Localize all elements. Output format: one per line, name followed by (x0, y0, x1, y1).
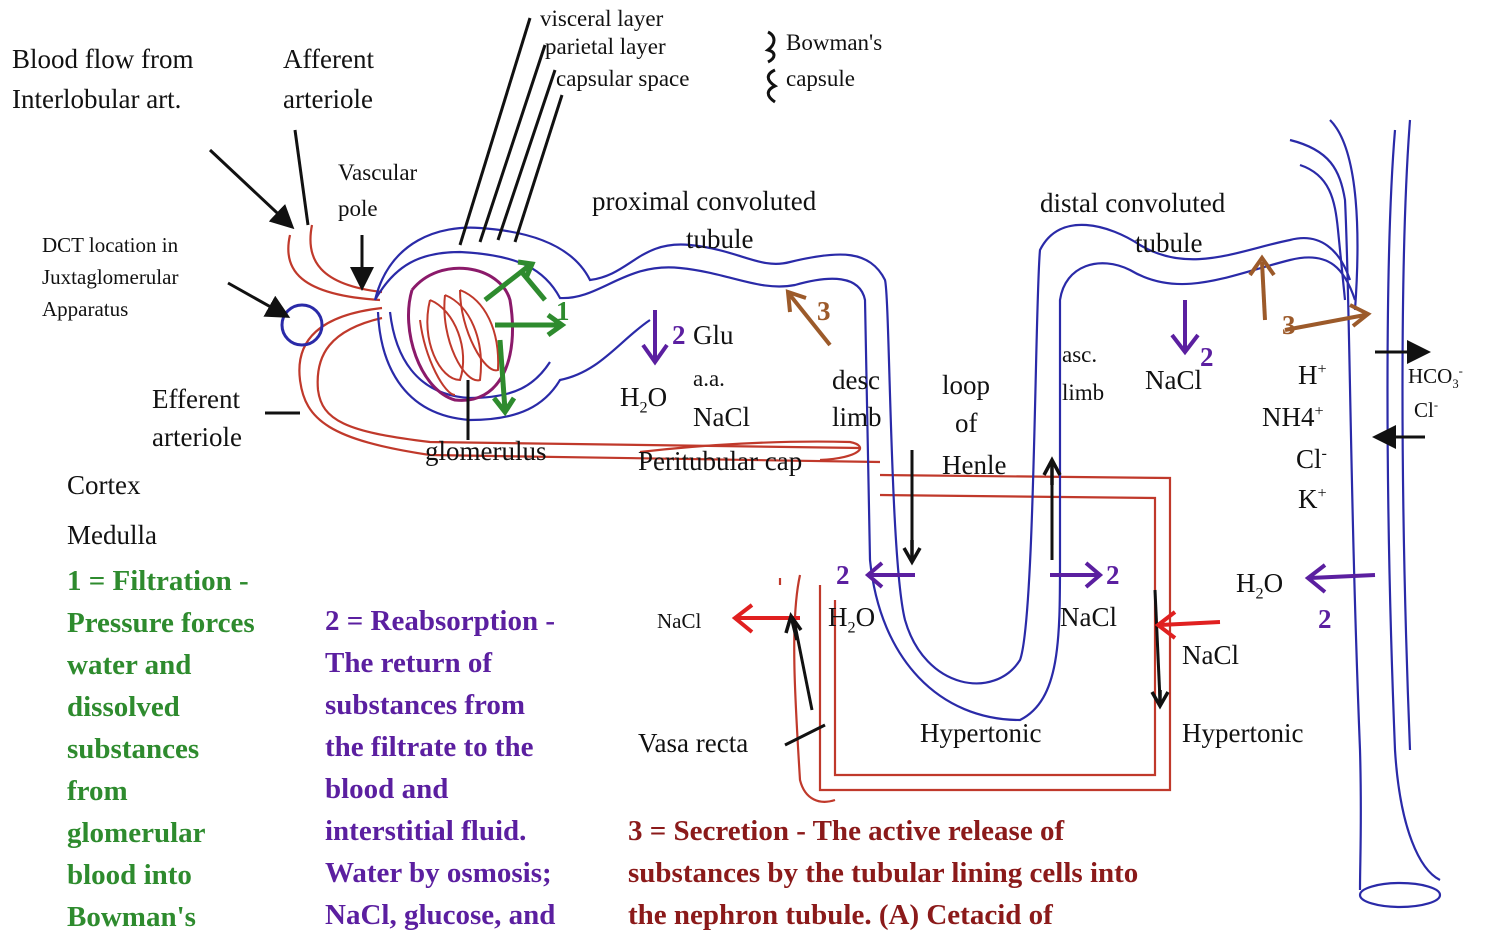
reabsorption-definition: 2 = Reabsorption - The return of substan… (325, 600, 555, 936)
nacl-vasa-label: NaCl (657, 609, 702, 633)
hypertonic-loop-label: Hypertonic (920, 718, 1042, 748)
capsular-space-label: capsular space (556, 66, 690, 91)
loop-flow-arrows (784, 456, 1170, 710)
afferent-label: Afferent (283, 44, 374, 74)
reabsorption-line: NaCl, glucose, and (325, 899, 556, 931)
filtration-definition: 1 = Filtration - Pressure forces water a… (67, 560, 255, 938)
hco3-label: HCO3- (1408, 364, 1463, 392)
reabsorption-number-duct: 2 (1318, 604, 1332, 634)
blood-vessels (287, 224, 1172, 803)
h-plus-label: H+ (1298, 360, 1327, 390)
reabsorption-number-desc: 2 (836, 560, 850, 590)
secretion-number-pct: 3 (817, 296, 831, 326)
h2o-desc-label: H2O (828, 602, 876, 637)
cortex-label: Cortex (67, 470, 141, 500)
filtration-line: Bowman's (67, 901, 196, 933)
filtration-line: 1 = Filtration - (67, 565, 249, 597)
efferent-arteriole-label: arteriole (152, 422, 242, 452)
asc-limb-label: limb (1062, 380, 1105, 405)
desc-limb-label: limb (832, 402, 882, 432)
k-plus-label: K+ (1298, 484, 1327, 514)
glucose-label: Glu (693, 320, 734, 350)
glomerulus-capillaries (419, 289, 500, 396)
nacl-right-label: NaCl (1182, 640, 1239, 670)
filtration-number: 1 (556, 296, 570, 326)
reabsorption-line: substances from (325, 689, 526, 721)
cl-right-label: Cl- (1414, 398, 1439, 422)
filtration-line: blood into (67, 859, 192, 891)
afferent-arteriole-label: arteriole (283, 84, 373, 114)
amino-acids-label: a.a. (693, 366, 725, 391)
dct-location-label: DCT location in (42, 233, 179, 257)
apparatus-label: Apparatus (42, 297, 129, 321)
filtration-line: dissolved (67, 691, 180, 723)
secretion-line: 3 = Secretion - The active release of (628, 815, 1065, 847)
secretion-definition: 3 = Secretion - The active release of su… (628, 810, 1138, 936)
nacl-pct-label: NaCl (693, 402, 750, 432)
pole-label: pole (338, 196, 378, 221)
efferent-label: Efferent (152, 384, 240, 414)
reabsorption-line: 2 = Reabsorption - (325, 605, 556, 637)
vascular-label: Vascular (338, 160, 418, 185)
reabsorption-number-pct: 2 (672, 320, 686, 350)
reabsorption-arrows (641, 300, 1376, 594)
loop-label: loop (942, 370, 991, 400)
distal-convoluted-label: distal convoluted (1040, 188, 1226, 218)
filtration-line: substances (67, 733, 200, 765)
reabsorption-line: blood and (325, 773, 449, 805)
asc-label: asc. (1062, 342, 1098, 367)
filtration-line: from (67, 775, 128, 807)
secretion-arrows (785, 254, 1372, 347)
proximal-convoluted-label: proximal convoluted (592, 186, 817, 216)
juxtaglomerular-label: Juxtaglomerular (42, 265, 179, 289)
secretion-line: the nephron tubule. (A) Cetacid of (628, 899, 1053, 931)
of-label: of (955, 408, 978, 438)
blood-flow-label: Blood flow from (12, 44, 194, 74)
filtration-line: glomerular (67, 817, 206, 849)
nephron-diagram (208, 17, 1442, 909)
filtration-arrows (483, 259, 567, 417)
reabsorption-number-asc: 2 (1106, 560, 1120, 590)
bowmans-braces (764, 30, 779, 104)
filtration-line: water and (67, 649, 192, 681)
nacl-out-arrows (731, 603, 1221, 640)
interlobular-label: Interlobular art. (12, 84, 182, 114)
henle-label: Henle (942, 450, 1007, 480)
h2o-pct-label: H2O (620, 382, 668, 417)
visceral-layer-label: visceral layer (540, 6, 664, 31)
filtration-line: Pressure forces (67, 607, 255, 639)
nacl-dct-label: NaCl (1145, 365, 1202, 395)
peritubular-cap-label: Peritubular cap (638, 446, 803, 476)
h2o-right-label: H2O (1236, 568, 1284, 603)
pct-tubule-label: tubule (686, 224, 754, 254)
cl-label: Cl- (1296, 444, 1327, 474)
secretion-line: substances by the tubular lining cells i… (628, 857, 1139, 889)
desc-label: desc (832, 365, 880, 395)
bowmans-label: Bowman's (786, 30, 883, 55)
parietal-layer-label: parietal layer (545, 34, 666, 59)
nh4-label: NH4+ (1262, 402, 1324, 432)
reabsorption-line: the filtrate to the (325, 731, 534, 763)
dct-tubule-label: tubule (1135, 228, 1203, 258)
capsule-label: capsule (786, 66, 855, 91)
reabsorption-line: Water by osmosis; (325, 857, 552, 889)
hypertonic-duct-label: Hypertonic (1182, 718, 1304, 748)
nacl-asc-label: NaCl (1060, 602, 1117, 632)
reabsorption-number-dct: 2 (1200, 342, 1214, 372)
secretion-number-dct: 3 (1282, 310, 1296, 340)
vasa-recta-label: Vasa recta (638, 728, 749, 758)
reabsorption-line: interstitial fluid. (325, 815, 527, 847)
glomerulus-label: glomerulus (425, 436, 547, 466)
medulla-label: Medulla (67, 520, 157, 550)
reabsorption-line: The return of (325, 647, 493, 679)
